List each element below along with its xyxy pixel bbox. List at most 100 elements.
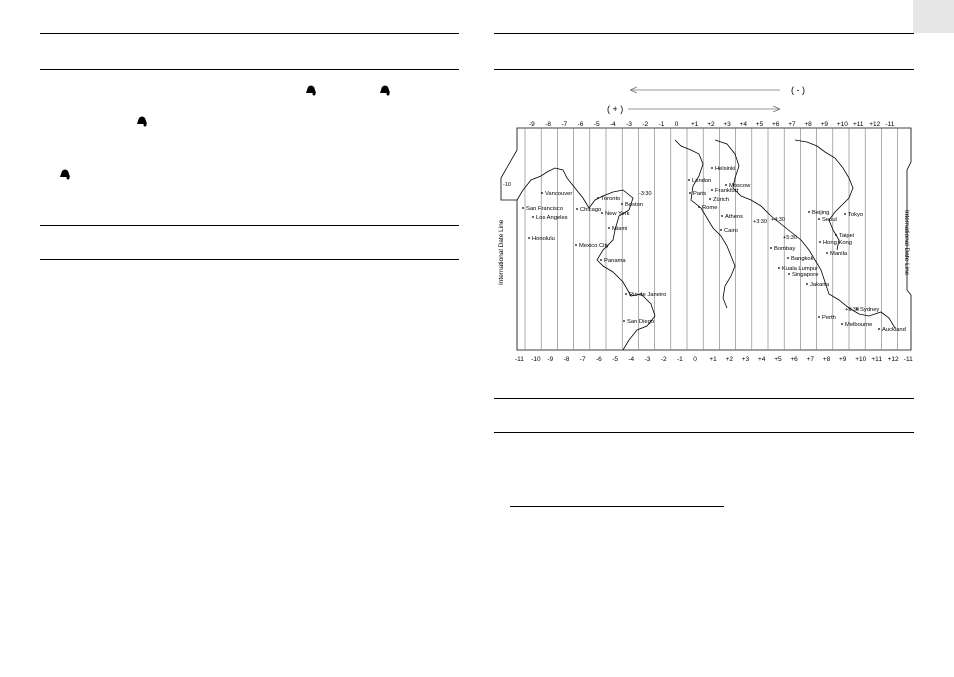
bottom-zone-label: 0	[693, 356, 697, 363]
inset-label: +3:30	[753, 219, 767, 225]
city-label: San Francisco	[526, 206, 563, 212]
city-dot	[623, 320, 625, 322]
city-label: Los Angeles	[536, 215, 568, 221]
top-zone-label: +6	[772, 121, 780, 128]
right-rule-2	[494, 69, 914, 70]
top-zone-label: -6	[578, 121, 584, 128]
city-marker: Helsinki	[711, 166, 735, 172]
city-label: Miami	[612, 226, 627, 232]
city-dot	[844, 213, 846, 215]
top-zone-label: +3	[723, 121, 731, 128]
city-dot	[818, 218, 820, 220]
top-zone-label: +1	[691, 121, 699, 128]
city-marker: London	[688, 178, 711, 184]
city-dot	[818, 316, 820, 318]
alarm-bell-icon	[380, 85, 390, 96]
bottom-zone-label: +12	[888, 356, 899, 363]
city-label: Moscow	[729, 183, 751, 189]
city-dot	[575, 244, 577, 246]
bottom-zone-label: -6	[596, 356, 602, 363]
page-tab	[913, 0, 954, 33]
city-marker: Melbourne	[841, 322, 872, 328]
city-dot	[808, 211, 810, 213]
city-dot	[721, 215, 723, 217]
city-dot	[787, 257, 789, 259]
city-label: Honolulu	[532, 236, 555, 242]
city-label: Bangkok	[791, 256, 814, 262]
city-marker: Boston	[621, 202, 643, 208]
city-marker: Auckland	[878, 327, 906, 333]
city-label: Singapore	[792, 272, 818, 278]
inset-label: +9:30	[845, 307, 859, 313]
bottom-zone-label: +1	[709, 356, 717, 363]
city-label: Beijing	[812, 210, 829, 216]
bottom-zone-label: -4	[628, 356, 634, 363]
bottom-zone-label: +9	[839, 356, 847, 363]
city-marker: Seoul	[818, 217, 837, 223]
top-zone-label: +11	[853, 121, 864, 128]
right-rule-4	[494, 432, 914, 433]
bottom-zone-label: -7	[580, 356, 586, 363]
city-label: Athens	[725, 214, 743, 220]
city-marker: Perth	[818, 315, 836, 321]
city-marker: Taipei	[835, 233, 854, 239]
city-dot	[778, 267, 780, 269]
inset-label: +4:30	[771, 217, 785, 223]
bottom-zone-label: +5	[774, 356, 782, 363]
bottom-zone-label: -5	[612, 356, 618, 363]
continent-outlines	[516, 139, 896, 351]
city-label: Zürich	[713, 197, 729, 203]
city-label: Taipei	[839, 233, 854, 239]
alarm-bell-icon	[137, 116, 147, 127]
city-marker: Athens	[721, 214, 743, 220]
city-label: New York	[605, 211, 630, 217]
inset-label: +5:30	[783, 235, 797, 241]
top-zone-label: -9	[529, 121, 535, 128]
alarm-bell-icon	[60, 169, 70, 180]
city-marker: Singapore	[788, 272, 818, 278]
city-dot	[856, 308, 858, 310]
blank-underline	[510, 506, 724, 507]
right-date-line-label: International Date Line	[903, 210, 910, 276]
top-zone-label: -8	[545, 121, 551, 128]
top-zone-label: +7	[788, 121, 796, 128]
city-label: Jakarta	[810, 282, 830, 288]
city-label: Hong Kong	[823, 240, 852, 246]
city-dot	[788, 273, 790, 275]
city-label: Paris	[693, 191, 706, 197]
bottom-zone-label: +4	[758, 356, 766, 363]
city-dot	[528, 237, 530, 239]
left-rule-1	[40, 33, 459, 34]
city-label: Panama	[604, 258, 626, 264]
city-dot	[709, 198, 711, 200]
city-label: Auckland	[882, 327, 906, 333]
city-marker: Sydney	[856, 307, 879, 313]
city-dot	[806, 283, 808, 285]
city-dot	[725, 184, 727, 186]
city-dot	[770, 247, 772, 249]
city-dot	[878, 328, 880, 330]
top-zone-label: -7	[561, 121, 567, 128]
bottom-zone-label: +10	[855, 356, 866, 363]
left-rule-3	[40, 225, 459, 226]
city-marker: Chicago	[576, 207, 601, 213]
city-marker: Hong Kong	[819, 240, 852, 246]
direction-minus-label: ( - )	[791, 85, 805, 95]
city-marker: Bombay	[770, 246, 795, 252]
city-label: Vancouver	[545, 191, 572, 197]
city-dot	[576, 208, 578, 210]
city-marker: Vancouver	[541, 191, 572, 197]
city-marker: Bangkok	[787, 256, 814, 262]
city-dot	[698, 206, 700, 208]
bottom-zone-label: -9	[547, 356, 553, 363]
top-zone-label: +5	[756, 121, 764, 128]
city-dot	[597, 197, 599, 199]
city-marker: Los Angeles	[532, 215, 568, 221]
city-label: Perth	[822, 315, 836, 321]
direction-plus-label: ( + )	[607, 104, 623, 114]
city-dot	[522, 207, 524, 209]
city-marker: San Diego	[623, 319, 654, 325]
city-dot	[688, 179, 690, 181]
left-date-line-label: International Date Line	[498, 219, 505, 285]
city-marker: Mexico City	[575, 243, 609, 249]
